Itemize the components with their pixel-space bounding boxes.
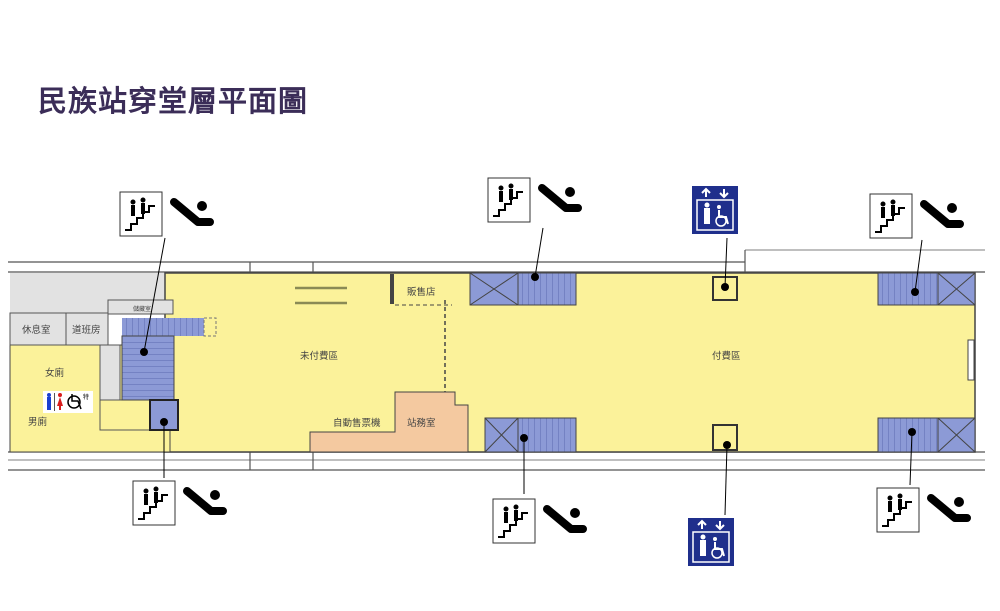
label-duty-room: 道班房 (72, 324, 101, 336)
label-unpaid-area: 未付費區 (300, 350, 338, 362)
location-dots (140, 273, 919, 449)
label-shop: 販售店 (407, 286, 436, 298)
escalator-icon (931, 497, 967, 518)
elevator-accessible-icon (691, 185, 739, 235)
label-rest-room: 休息室 (22, 324, 51, 336)
accessible-mark: 特 (83, 393, 89, 401)
stairs-person-icon (492, 498, 536, 544)
stairs-person-icon (876, 487, 920, 533)
label-station-office: 站務室 (407, 417, 436, 429)
stairs-person-icon (132, 480, 176, 526)
label-storage: 儲藏室 (133, 305, 151, 313)
toilet-accessible-icon: 特 (43, 391, 93, 413)
label-paid-area: 付費區 (712, 350, 741, 362)
stairs-person-icon (487, 177, 531, 223)
label-mens-toilet: 男廁 (28, 416, 48, 428)
escalator-icon (547, 508, 583, 529)
escalator-top-right (877, 272, 976, 306)
label-ticket-machines: 自動售票機 (333, 417, 381, 429)
label-womens-toilet: 女廁 (45, 367, 65, 379)
escalator-icon (542, 187, 578, 208)
escalator-bottom-middle (484, 417, 577, 453)
escalator-icon (924, 203, 960, 224)
room-duty (65, 312, 109, 346)
escalator-bottom-right (877, 417, 976, 453)
stairs-person-icon (119, 191, 163, 237)
escalator-icon (174, 201, 210, 222)
escalator-top-middle (469, 272, 577, 306)
stairs-person-icon (869, 193, 913, 239)
escalator-icon (187, 490, 223, 511)
station-office-area (309, 391, 469, 453)
room-storage (107, 299, 174, 315)
leader-lines (143, 227, 923, 516)
elevator-accessible-icon (687, 517, 735, 567)
escalator-left (121, 317, 217, 431)
room-rest (9, 312, 67, 346)
page-title: 民族站穿堂層平面圖 (38, 84, 309, 118)
